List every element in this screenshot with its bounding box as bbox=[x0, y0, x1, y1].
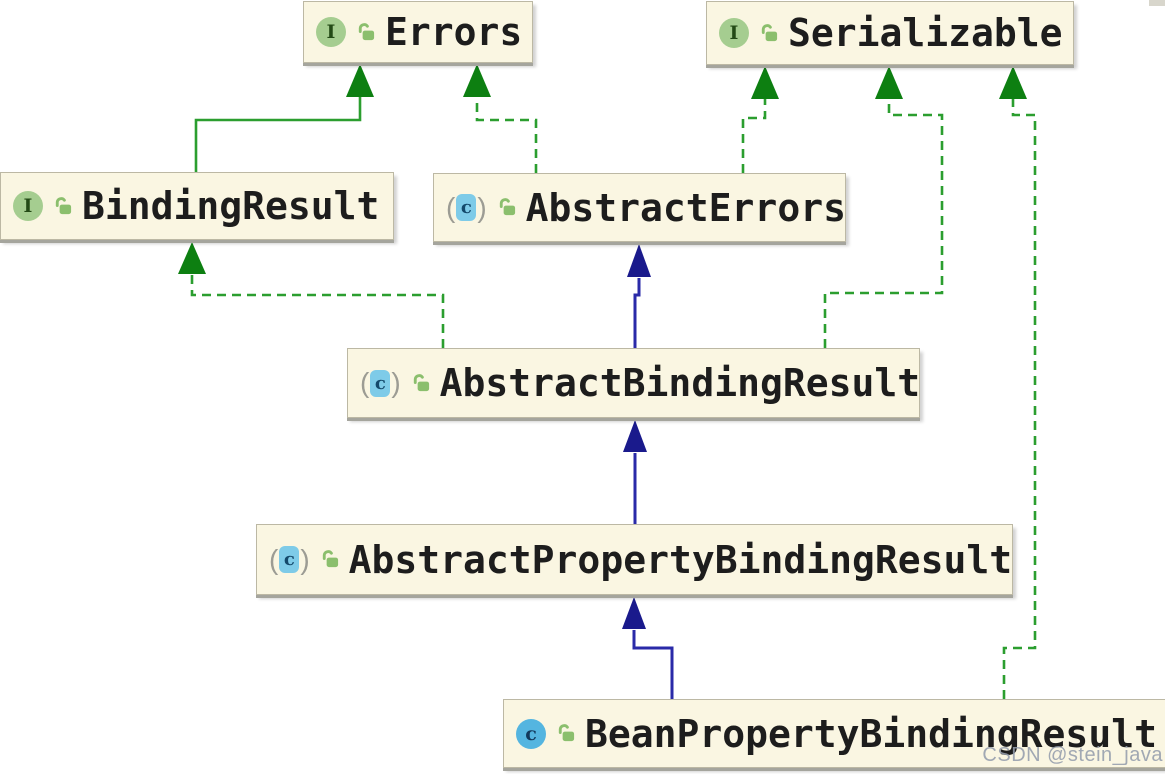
interface-icon: I bbox=[316, 17, 346, 47]
public-lock-icon bbox=[55, 196, 72, 214]
class-name-label: Errors bbox=[385, 10, 523, 54]
class-node-bindingresult[interactable]: I BindingResult bbox=[0, 172, 394, 240]
class-name-label: AbstractErrors bbox=[525, 185, 846, 230]
class-icon: c bbox=[516, 718, 546, 749]
class-name-label: AbstractBindingResult bbox=[439, 361, 921, 405]
arrowhead-bindingresult-extends-errors bbox=[346, 64, 374, 97]
public-lock-icon bbox=[358, 22, 375, 40]
class-node-abstractpropertybindingresult[interactable]: ( c ) AbstractPropertyBindingResult bbox=[256, 524, 1013, 595]
class-name-label: AbstractPropertyBindingResult bbox=[348, 537, 1013, 582]
interface-icon: I bbox=[719, 18, 749, 48]
class-name-label: BindingResult bbox=[82, 184, 380, 228]
public-lock-icon bbox=[558, 724, 575, 742]
class-node-abstractbindingresult[interactable]: ( c ) AbstractBindingResult bbox=[347, 348, 920, 418]
arrowhead-abstractbindingresult-implements-bindingresult bbox=[178, 242, 206, 274]
public-lock-icon bbox=[499, 198, 515, 216]
arrowhead-abstracterrors-implements-serializable bbox=[751, 66, 779, 99]
class-node-serializable[interactable]: I Serializable bbox=[706, 1, 1074, 65]
edge-beanpropertybindingresult-implements-serializable bbox=[1002, 99, 1037, 699]
abstract-class-icon: ( c ) bbox=[360, 367, 401, 398]
public-lock-icon bbox=[322, 550, 338, 568]
class-name-label: BeanPropertyBindingResult bbox=[585, 711, 1157, 756]
arrowhead-abstractbindingresult-extends-abstracterrors bbox=[627, 244, 651, 277]
edge-abstracterrors-implements-serializable bbox=[741, 99, 767, 173]
class-node-abstracterrors[interactable]: ( c ) AbstractErrors bbox=[433, 173, 846, 242]
offscreen-node-fragment bbox=[1149, 0, 1165, 6]
edge-abstractbindingresult-implements-bindingresult bbox=[190, 275, 445, 348]
class-node-beanpropertybindingresult[interactable]: c BeanPropertyBindingResult bbox=[503, 699, 1165, 768]
arrowhead-abstracterrors-implements-errors bbox=[463, 64, 491, 97]
edge-bindingresult-extends-errors bbox=[194, 97, 362, 172]
class-node-errors[interactable]: I Errors bbox=[303, 1, 533, 63]
watermark: CSDN @stein_java bbox=[982, 744, 1163, 766]
interface-icon: I bbox=[13, 191, 43, 221]
edge-beanpropertybindingresult-extends-abstractpropertybindingresult bbox=[632, 630, 674, 699]
arrowhead-beanpropertybindingresult-extends-abstractpropertybindingresult bbox=[622, 597, 646, 629]
edge-abstractbindingresult-extends-abstracterrors bbox=[633, 278, 641, 348]
public-lock-icon bbox=[761, 23, 778, 41]
abstract-class-icon: ( c ) bbox=[269, 543, 310, 575]
arrowhead-beanpropertybindingresult-implements-serializable bbox=[999, 66, 1027, 99]
arrowhead-abstractpropertybindingresult-extends-abstractbindingresult bbox=[623, 420, 647, 452]
class-name-label: Serializable bbox=[788, 11, 1063, 55]
abstract-class-icon: ( c ) bbox=[446, 191, 487, 223]
arrowhead-abstractbindingresult-implements-serializable bbox=[875, 66, 903, 99]
edge-abstracterrors-implements-errors bbox=[475, 98, 538, 173]
public-lock-icon bbox=[413, 373, 429, 391]
